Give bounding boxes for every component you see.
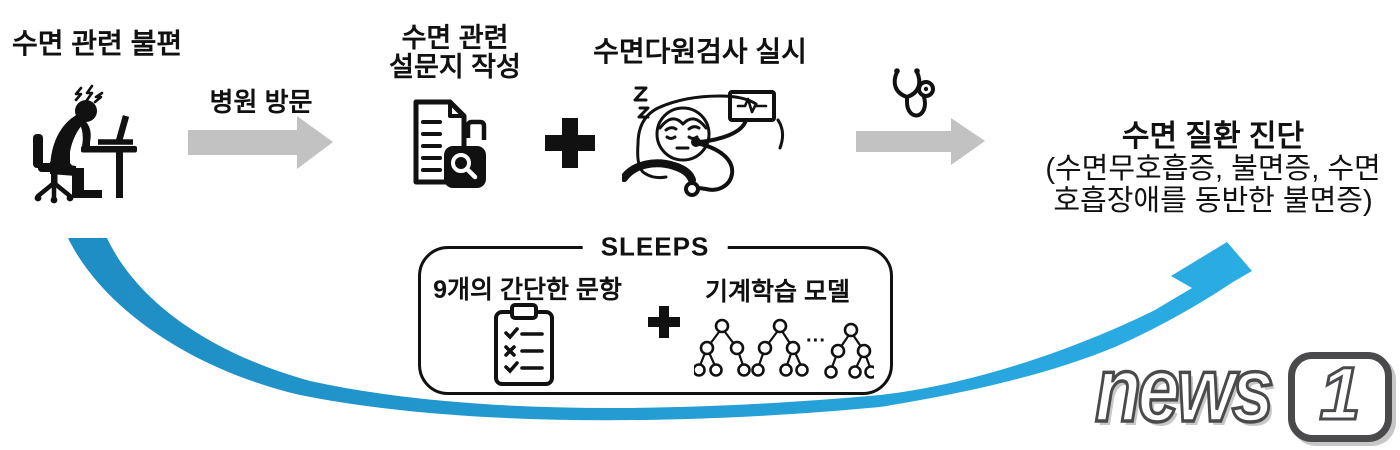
block-arrow-right-icon — [856, 118, 985, 165]
logo-one-box: 1 — [1288, 351, 1392, 442]
logo-news-text: news — [1094, 337, 1276, 443]
step3-label: 수면다원검사 실시 — [593, 36, 807, 67]
clipboard-checklist-icon — [494, 303, 554, 386]
step2-label-line1: 수면 관련 — [401, 23, 509, 53]
sleeps-title: SLEEPS — [582, 231, 728, 263]
news1-logo: news 1 — [1094, 337, 1400, 450]
visit-label: 병원 방문 — [209, 87, 313, 117]
dots-label: ··· — [806, 330, 826, 352]
diagnosis-sub1: (수면무호흡증, 불면증, 수면 — [1045, 153, 1381, 185]
step2-label-line2: 설문지 작성 — [389, 52, 521, 82]
stethoscope-icon — [892, 68, 935, 118]
decision-tree-icons — [694, 318, 874, 379]
diagnosis-sub2: 호흡장애를 동반한 불면증) — [1053, 185, 1373, 217]
questions-label: 9개의 간단한 문항 — [433, 276, 622, 304]
model-label: 기계학습 모델 — [705, 278, 850, 306]
plus-icon — [648, 306, 680, 338]
sleeping-patient-monitor-icon — [622, 86, 785, 197]
block-arrow-right-icon — [188, 116, 333, 169]
plus-icon — [545, 118, 595, 168]
logo-one-text: 1 — [1318, 351, 1362, 437]
document-search-icon — [413, 99, 487, 188]
diagnosis-title: 수면 질환 진단 — [1121, 120, 1305, 153]
step1-label: 수면 관련 불편 — [12, 28, 183, 59]
person-sleepy-at-desk-icon — [33, 84, 137, 204]
